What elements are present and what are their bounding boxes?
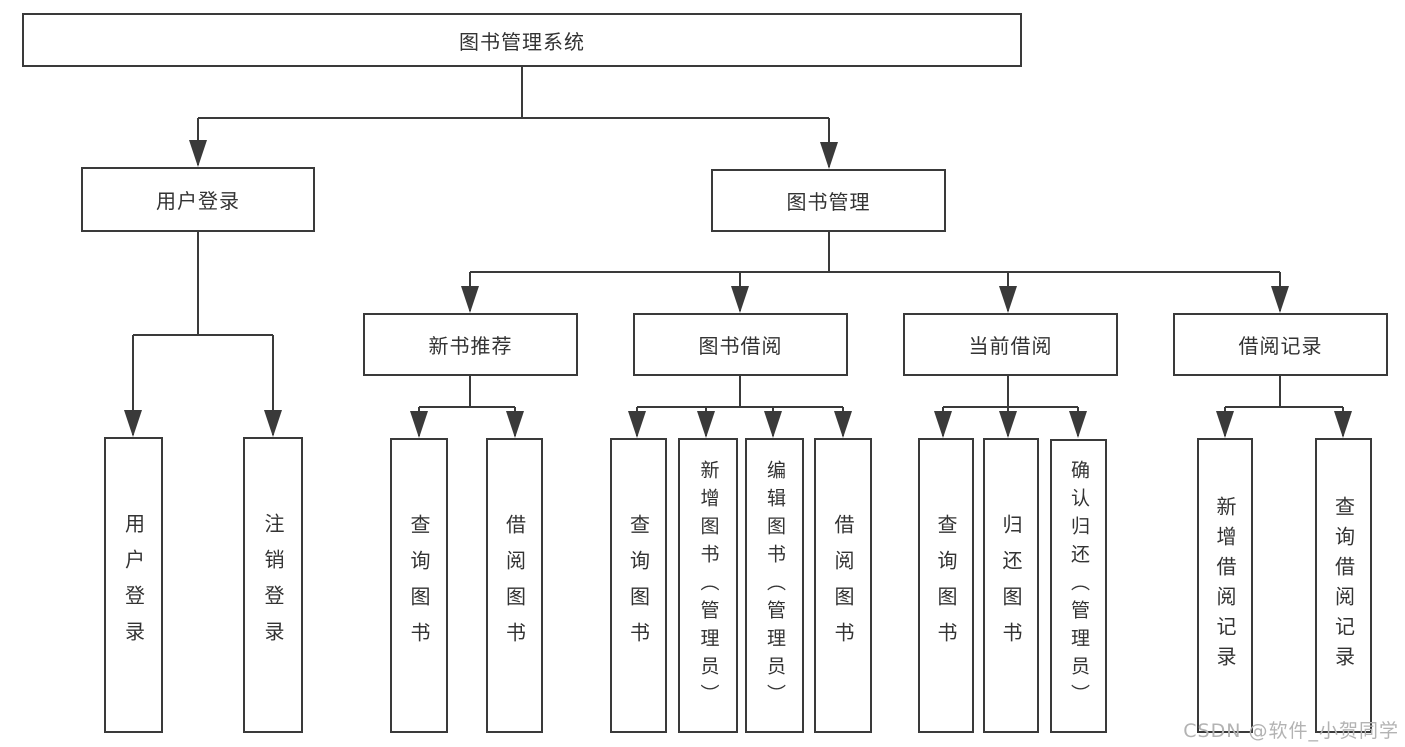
- arrowhead: [628, 411, 646, 438]
- node-new-book-recommend: 新书推荐: [363, 313, 578, 376]
- leaf-user-login: 用户登录: [104, 437, 163, 733]
- arrowhead: [999, 286, 1017, 313]
- node-borrow-records: 借阅记录: [1173, 313, 1388, 376]
- arrowhead: [124, 410, 142, 437]
- arrowhead: [1216, 411, 1234, 438]
- leaf-borrow-books-recommend: 借阅图书: [486, 438, 543, 733]
- leaf-query-books-borrow: 查询图书: [610, 438, 667, 733]
- arrowhead: [834, 411, 852, 438]
- arrowhead: [934, 411, 952, 438]
- arrowhead: [410, 411, 428, 438]
- leaf-add-borrow-record: 新增借阅记录: [1197, 438, 1253, 733]
- leaf-edit-book-admin: 编辑图书（管理员）: [745, 438, 804, 733]
- node-user-login-branch: 用户登录: [81, 167, 315, 232]
- leaf-query-books-recommend: 查询图书: [390, 438, 448, 733]
- arrowhead: [999, 411, 1017, 438]
- leaf-borrow-book: 借阅图书: [814, 438, 872, 733]
- leaf-query-borrow-record: 查询借阅记录: [1315, 438, 1372, 733]
- arrowhead: [1334, 411, 1352, 438]
- arrowhead: [731, 286, 749, 313]
- node-book-management-branch: 图书管理: [711, 169, 946, 232]
- arrowhead: [820, 142, 838, 169]
- leaf-confirm-return-admin: 确认归还（管理员）: [1050, 439, 1107, 733]
- arrowhead: [1271, 286, 1289, 313]
- leaf-logout: 注销登录: [243, 437, 303, 733]
- node-current-borrow: 当前借阅: [903, 313, 1118, 376]
- leaf-return-book: 归还图书: [983, 438, 1039, 733]
- csdn-watermark: CSDN @软件_小贺同学: [1183, 720, 1399, 742]
- leaf-query-books-current: 查询图书: [918, 438, 974, 733]
- node-root: 图书管理系统: [22, 13, 1022, 67]
- arrowhead: [764, 411, 782, 438]
- arrowhead: [264, 410, 282, 437]
- connector-path: [132, 67, 1344, 436]
- arrowhead: [697, 411, 715, 438]
- node-book-borrow: 图书借阅: [633, 313, 848, 376]
- arrowhead: [461, 286, 479, 313]
- arrowhead: [1069, 411, 1087, 438]
- leaf-add-book-admin: 新增图书（管理员）: [678, 438, 738, 733]
- arrowhead: [506, 411, 524, 438]
- arrowhead: [189, 140, 207, 167]
